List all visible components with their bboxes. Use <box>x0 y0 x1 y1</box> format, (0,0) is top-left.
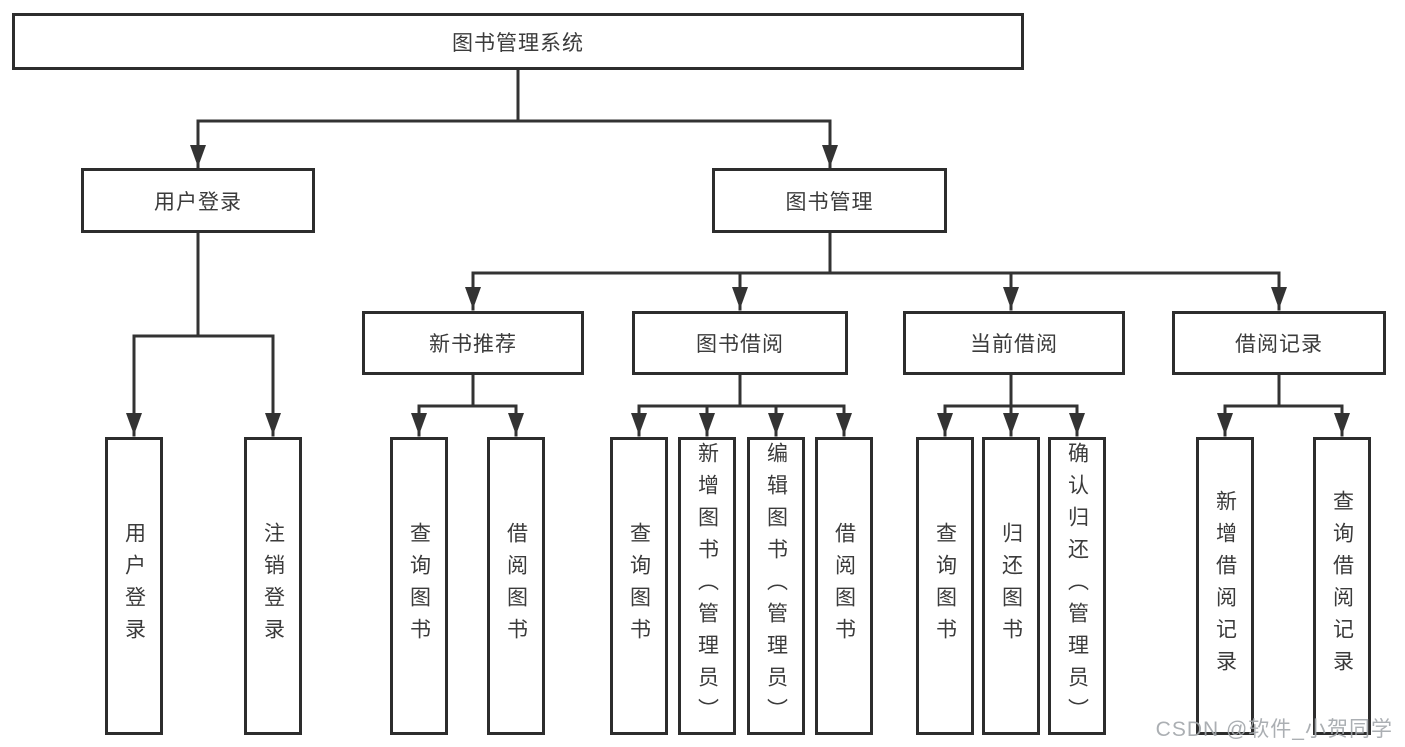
leaf-borrow-books-recommend-label: 借阅图书 <box>504 522 528 650</box>
leaf-edit-books-admin-label: 编辑图书（管理员） <box>764 442 788 730</box>
leaf-user-login: 用户登录 <box>105 437 163 735</box>
leaf-confirm-return-admin-label: 确认归还（管理员） <box>1065 442 1089 730</box>
leaf-query-books-recommend: 查询图书 <box>390 437 448 735</box>
leaf-query-books-recommend-label: 查询图书 <box>407 522 431 650</box>
node-borrowing-records: 借阅记录 <box>1172 311 1386 375</box>
leaf-borrow-books-recommend: 借阅图书 <box>487 437 545 735</box>
leaf-return-books: 归还图书 <box>982 437 1040 735</box>
leaf-add-books-admin: 新增图书（管理员） <box>678 437 736 735</box>
leaf-query-borrow-record-label: 查询借阅记录 <box>1330 490 1354 682</box>
leaf-borrow-books-borrowing: 借阅图书 <box>815 437 873 735</box>
leaf-user-login-label: 用户登录 <box>122 522 146 650</box>
leaf-query-books-borrowing-label: 查询图书 <box>627 522 651 650</box>
leaf-add-borrow-record-label: 新增借阅记录 <box>1213 490 1237 682</box>
leaf-edit-books-admin: 编辑图书（管理员） <box>747 437 805 735</box>
node-current-borrowing: 当前借阅 <box>903 311 1125 375</box>
connector-user-login <box>126 231 281 437</box>
connector-book-borrowing <box>631 373 852 437</box>
leaf-query-books-borrowing: 查询图书 <box>610 437 668 735</box>
node-book-borrowing: 图书借阅 <box>632 311 848 375</box>
node-user-login: 用户登录 <box>81 168 315 233</box>
leaf-add-borrow-record: 新增借阅记录 <box>1196 437 1254 735</box>
connector-current-borrowing <box>937 373 1085 437</box>
leaf-query-books-current-label: 查询图书 <box>933 522 957 650</box>
csdn-watermark: CSDN @软件_小贺同学 <box>1155 718 1393 741</box>
leaf-logout-login: 注销登录 <box>244 437 302 735</box>
leaf-add-books-admin-label: 新增图书（管理员） <box>695 442 719 730</box>
leaf-logout-login-label: 注销登录 <box>261 522 285 650</box>
connector-new-book-recommendation <box>411 373 524 437</box>
connector-book-management <box>465 231 1287 311</box>
leaf-query-books-current: 查询图书 <box>916 437 974 735</box>
node-book-management: 图书管理 <box>712 168 947 233</box>
node-library-management-system: 图书管理系统 <box>12 13 1024 70</box>
leaf-query-borrow-record: 查询借阅记录 <box>1313 437 1371 735</box>
leaf-borrow-books-borrowing-label: 借阅图书 <box>832 522 856 650</box>
leaf-confirm-return-admin: 确认归还（管理员） <box>1048 437 1106 735</box>
node-new-book-recommendation: 新书推荐 <box>362 311 584 375</box>
connector-borrowing-records <box>1217 373 1350 437</box>
connector-root <box>190 68 838 169</box>
leaf-return-books-label: 归还图书 <box>999 522 1023 650</box>
